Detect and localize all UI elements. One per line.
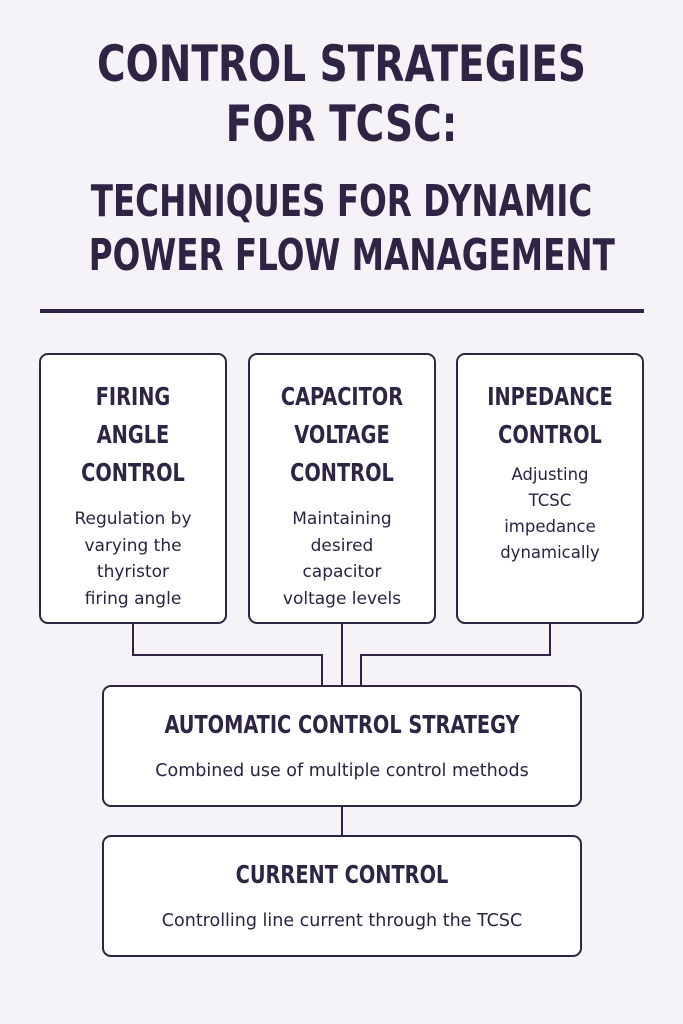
description-line: voltage levels (282, 588, 402, 609)
heading-line: CONTROL (81, 458, 185, 487)
description-line: thyristor (96, 562, 170, 582)
connector-impedance (360, 624, 551, 685)
description-line: dynamically (500, 543, 600, 562)
heading-line: INPEDANCE (487, 382, 613, 411)
capacitor-voltage-control-heading: CAPACITOR VOLTAGE CONTROL (263, 378, 421, 492)
current-control-box: CURRENT CONTROL Controlling line current… (102, 835, 582, 957)
description-line: impedance (504, 517, 596, 536)
description-line: desired (310, 535, 374, 556)
connector-firing (132, 624, 323, 685)
heading-line: CAPACITOR (280, 382, 404, 411)
title-divider (40, 309, 644, 313)
heading-line: ANGLE (96, 420, 170, 449)
description-line: TCSC (528, 491, 572, 510)
title-line-2: FOR TCSC: (225, 95, 458, 153)
firing-angle-control-heading: FIRING ANGLE CONTROL (54, 378, 212, 492)
title-line-1: CONTROL STRATEGIES (96, 35, 587, 93)
page-subtitle: TECHNIQUES FOR DYNAMIC POWER FLOW MANAGE… (88, 175, 615, 283)
capacitor-voltage-control-box: CAPACITOR VOLTAGE CONTROL Maintaining de… (248, 353, 436, 624)
firing-angle-control-description: Regulation by varying the thyristor firi… (41, 506, 225, 612)
current-control-heading: CURRENT CONTROL (235, 860, 449, 889)
description-line: Regulation by (74, 509, 192, 529)
heading-line: VOLTAGE (294, 420, 390, 449)
impedance-control-box: INPEDANCE CONTROL Adjusting TCSC impedan… (456, 353, 644, 624)
automatic-control-strategy-description: Combined use of multiple control methods (155, 761, 529, 781)
impedance-control-heading: INPEDANCE CONTROL (471, 378, 629, 454)
heading-line: FIRING (95, 382, 171, 411)
heading-line: CONTROL (290, 458, 394, 487)
page-title: CONTROL STRATEGIES FOR TCSC: (75, 34, 608, 154)
current-control-description: Controlling line current through the TCS… (161, 911, 523, 931)
firing-angle-control-box: FIRING ANGLE CONTROL Regulation by varyi… (39, 353, 227, 624)
description-line: Adjusting (511, 465, 589, 484)
impedance-control-description: Adjusting TCSC impedance dynamically (458, 462, 642, 566)
automatic-control-strategy-box: AUTOMATIC CONTROL STRATEGY Combined use … (102, 685, 582, 807)
title-line-4: POWER FLOW MANAGEMENT (88, 230, 615, 281)
description-line: firing angle (84, 588, 182, 609)
automatic-control-strategy-heading: AUTOMATIC CONTROL STRATEGY (164, 710, 520, 739)
description-line: Maintaining (292, 509, 392, 529)
description-line: capacitor (302, 562, 382, 582)
heading-line: CONTROL (498, 420, 602, 449)
capacitor-voltage-control-description: Maintaining desired capacitor voltage le… (250, 506, 434, 612)
description-line: varying the (84, 535, 182, 556)
title-line-3: TECHNIQUES FOR DYNAMIC (90, 176, 593, 227)
